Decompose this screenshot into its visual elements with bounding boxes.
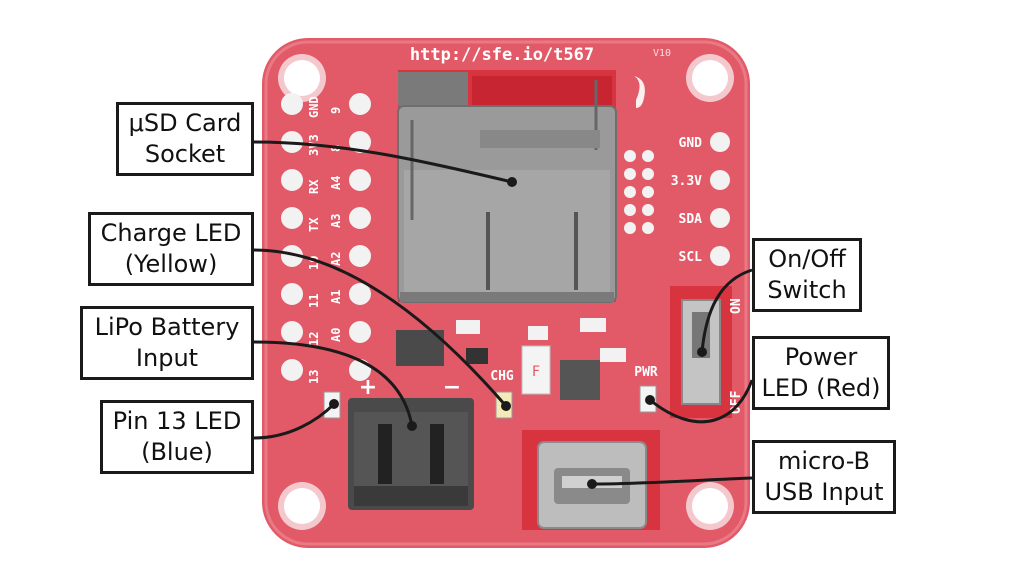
callout-charge-led: Charge LED (Yellow)	[88, 212, 254, 286]
off-silkscreen: OFF	[729, 390, 744, 414]
left-inner-pin-pad	[349, 131, 371, 153]
right-pin-label: SDA	[679, 212, 703, 227]
leader-power	[649, 379, 754, 424]
left-pin-pad	[281, 169, 303, 191]
left-inner-pin-label: 9	[329, 107, 343, 114]
left-pin-label: RX	[307, 179, 321, 194]
battery-plus: +	[359, 375, 377, 400]
callout-on-off-switch: On/Off Switch	[752, 238, 862, 312]
battery-minus: −	[443, 375, 461, 400]
chg-silkscreen: CHG	[490, 369, 514, 384]
smd-components	[396, 318, 626, 400]
callout-pin13-led: Pin 13 LED (Blue)	[100, 400, 254, 474]
left-pin-pad	[281, 321, 303, 343]
callout-sd-line1: μSD Card	[128, 109, 242, 137]
board-url: http://sfe.io/t567	[410, 45, 594, 65]
left-header-pads	[281, 93, 371, 381]
sd-card-socket	[397, 70, 617, 303]
callout-power-line1: Power	[784, 343, 858, 371]
left-inner-pin-pad	[349, 283, 371, 305]
right-header-pads	[710, 132, 730, 266]
mounting-holes	[278, 54, 734, 530]
fuse-label: F	[532, 364, 540, 380]
callout-switch-line1: On/Off	[768, 245, 846, 273]
left-inner-pin-pad	[349, 169, 371, 191]
callout-lipo-line1: LiPo Battery	[94, 313, 240, 341]
left-inner-pin-label: A0	[329, 328, 343, 342]
flame-logo	[634, 76, 645, 108]
right-header-labels: GND 3.3V SDA SCL	[671, 136, 702, 265]
leader-sd	[253, 140, 513, 184]
board-version: V10	[653, 48, 671, 59]
callout-usb-line2: USB Input	[764, 478, 884, 506]
left-pin-pad	[281, 283, 303, 305]
callout-usb-line1: micro-B	[778, 447, 870, 475]
left-inner-pin-pad	[349, 207, 371, 229]
right-pin-pad	[710, 208, 730, 228]
callout-power-led: Power LED (Red)	[752, 336, 890, 410]
left-inner-pin-pad	[349, 245, 371, 267]
callout-power-line2: LED (Red)	[761, 374, 881, 402]
callout-sd-line2: Socket	[144, 140, 226, 168]
callout-lipo-line2: Input	[135, 344, 199, 372]
callout-charge-line1: Charge LED	[100, 219, 242, 247]
right-pin-label: 3.3V	[671, 174, 702, 189]
left-pin-pad	[281, 359, 303, 381]
right-pin-label: GND	[679, 136, 703, 151]
left-inner-pin-pad	[349, 321, 371, 343]
left-inner-pin-label: A3	[329, 214, 343, 228]
leader-lipo	[253, 340, 414, 427]
leader-charge	[253, 248, 508, 407]
leader-usb	[591, 476, 753, 486]
left-pin-label: TX	[307, 217, 321, 232]
callout-charge-line2: (Yellow)	[124, 250, 218, 278]
left-inner-pin-label: A4	[329, 176, 343, 190]
via-grid	[624, 150, 654, 234]
left-inner-pin-pad	[349, 93, 371, 115]
left-inner-pin-label: A1	[329, 290, 343, 304]
right-pin-label: SCL	[679, 250, 703, 265]
callout-switch-line2: Switch	[767, 276, 847, 304]
right-pin-pad	[710, 132, 730, 152]
leader-pin13	[253, 402, 336, 440]
left-pin-pad	[281, 93, 303, 115]
left-pin-label: 11	[307, 294, 321, 308]
callout-pin13-line2: (Blue)	[141, 438, 213, 466]
left-inner-pin-label: A2	[329, 252, 343, 266]
callout-lipo-battery-input: LiPo Battery Input	[80, 306, 254, 380]
pwr-silkscreen: PWR	[634, 365, 658, 380]
leader-dots	[329, 177, 707, 489]
leader-switch	[700, 268, 753, 353]
on-silkscreen: ON	[729, 298, 744, 314]
left-pin-label: GND	[307, 96, 321, 118]
right-pin-pad	[710, 170, 730, 190]
left-pin-pad	[281, 245, 303, 267]
leader-lines	[253, 140, 754, 486]
callout-sd-card-socket: μSD Card Socket	[116, 102, 254, 176]
left-pin-label: 13	[307, 370, 321, 384]
left-pin-label: 12	[307, 332, 321, 346]
right-pin-pad	[710, 246, 730, 266]
lipo-connector	[348, 398, 474, 510]
callout-pin13-line1: Pin 13 LED	[112, 407, 242, 435]
left-pin-pad	[281, 207, 303, 229]
callout-micro-b-usb-input: micro-B USB Input	[752, 440, 896, 514]
